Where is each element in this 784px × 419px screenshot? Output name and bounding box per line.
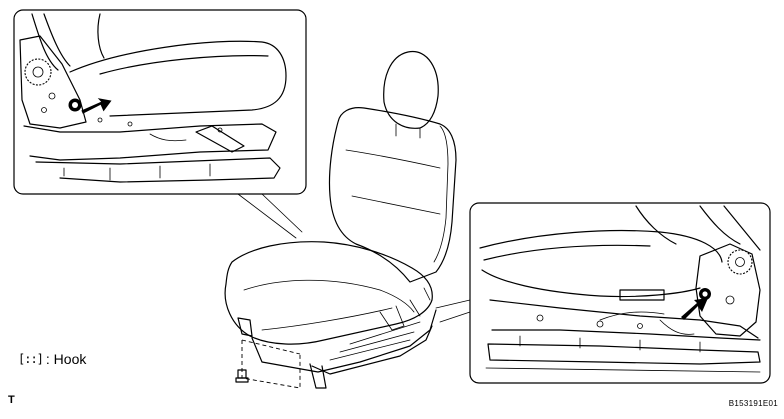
recliner-gear-left (24, 58, 52, 86)
main-seat-assembly (224, 51, 457, 389)
seat-frame (251, 309, 437, 373)
callout-frame-left (13, 9, 307, 195)
headrest (383, 51, 439, 129)
hook-dashed-outline (241, 340, 301, 389)
seat-cushion-detail-left (19, 13, 287, 183)
seat-back (328, 107, 457, 283)
detail-callout-right (435, 202, 771, 384)
seat-cushion-detail-right (479, 205, 761, 373)
callout-leader-right-b (439, 311, 471, 323)
callout-leader-right-a (435, 299, 471, 309)
hook-marker-left (68, 98, 82, 112)
arrow-icon-left (81, 98, 112, 114)
figure-code: B153191E01 (728, 399, 778, 408)
callout-leader-left-b (261, 193, 303, 233)
seat-cushion (224, 241, 433, 345)
legend-text: : Hook (45, 351, 87, 367)
recliner-gear-hub-left (32, 66, 44, 78)
legend: [::] : Hook (18, 351, 86, 367)
arrow-icon-right (681, 298, 708, 320)
bolt-icon (235, 369, 249, 383)
callout-frame-right (469, 202, 771, 384)
corner-mark: T (8, 394, 15, 406)
hook-dashed-bracket-icon: [::] (18, 352, 44, 366)
recliner-gear-hub-right (735, 257, 745, 267)
recliner-gear-right (727, 249, 753, 275)
hook-marker-right (699, 288, 711, 300)
callout-leader-left-a (237, 193, 297, 239)
detail-callout-left (13, 9, 307, 239)
